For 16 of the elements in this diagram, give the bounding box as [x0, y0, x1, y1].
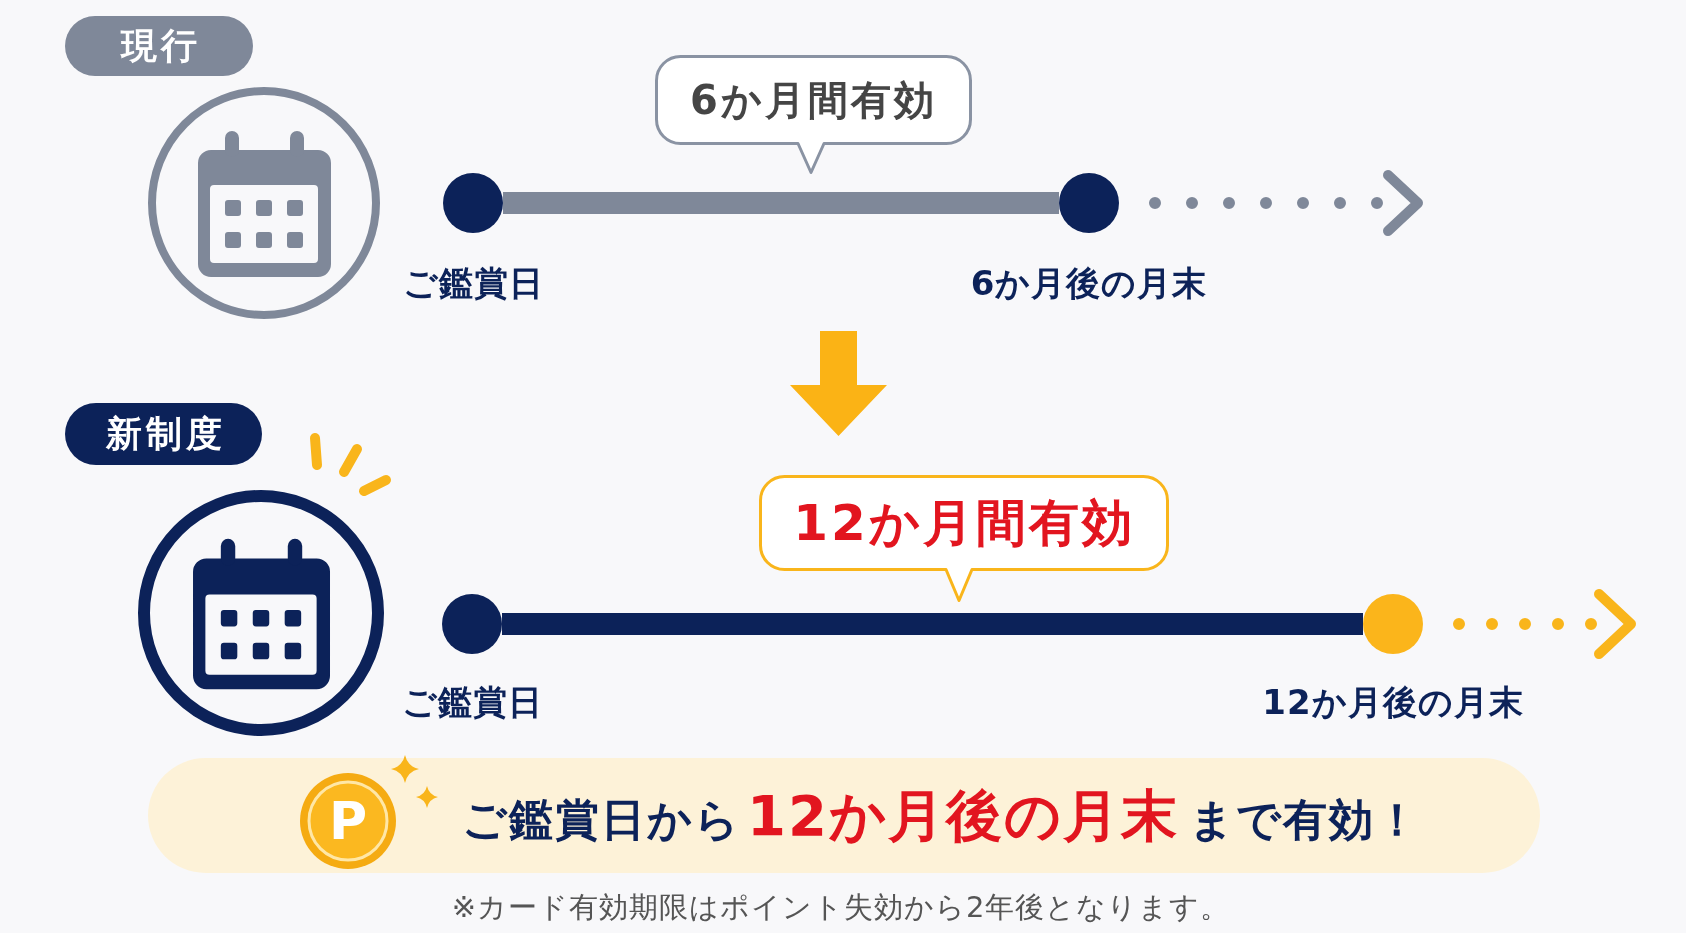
date-label: ご鑑賞日: [401, 681, 543, 723]
date-label: ご鑑賞日: [402, 262, 544, 304]
timeline-dot: [442, 594, 502, 654]
timeline-bar: [503, 192, 1059, 214]
speech-bubble: 6か月間有効: [655, 55, 972, 174]
point-coin: P: [300, 773, 396, 869]
date-label: 12か月後の月末: [1262, 681, 1524, 723]
footnote: ※カード有効期限はポイント失効から2年後となります。: [451, 889, 1231, 925]
date-label: 6か月後の月末: [970, 262, 1208, 304]
timeline-dot: [1363, 594, 1423, 654]
timeline-dot: [443, 173, 503, 233]
section-tag: 現行: [65, 16, 253, 76]
section-tag: 新制度: [65, 403, 262, 465]
timeline-bar: [502, 613, 1363, 635]
speech-bubble: 12か月間有効: [759, 475, 1169, 602]
timeline-dot: [1059, 173, 1119, 233]
